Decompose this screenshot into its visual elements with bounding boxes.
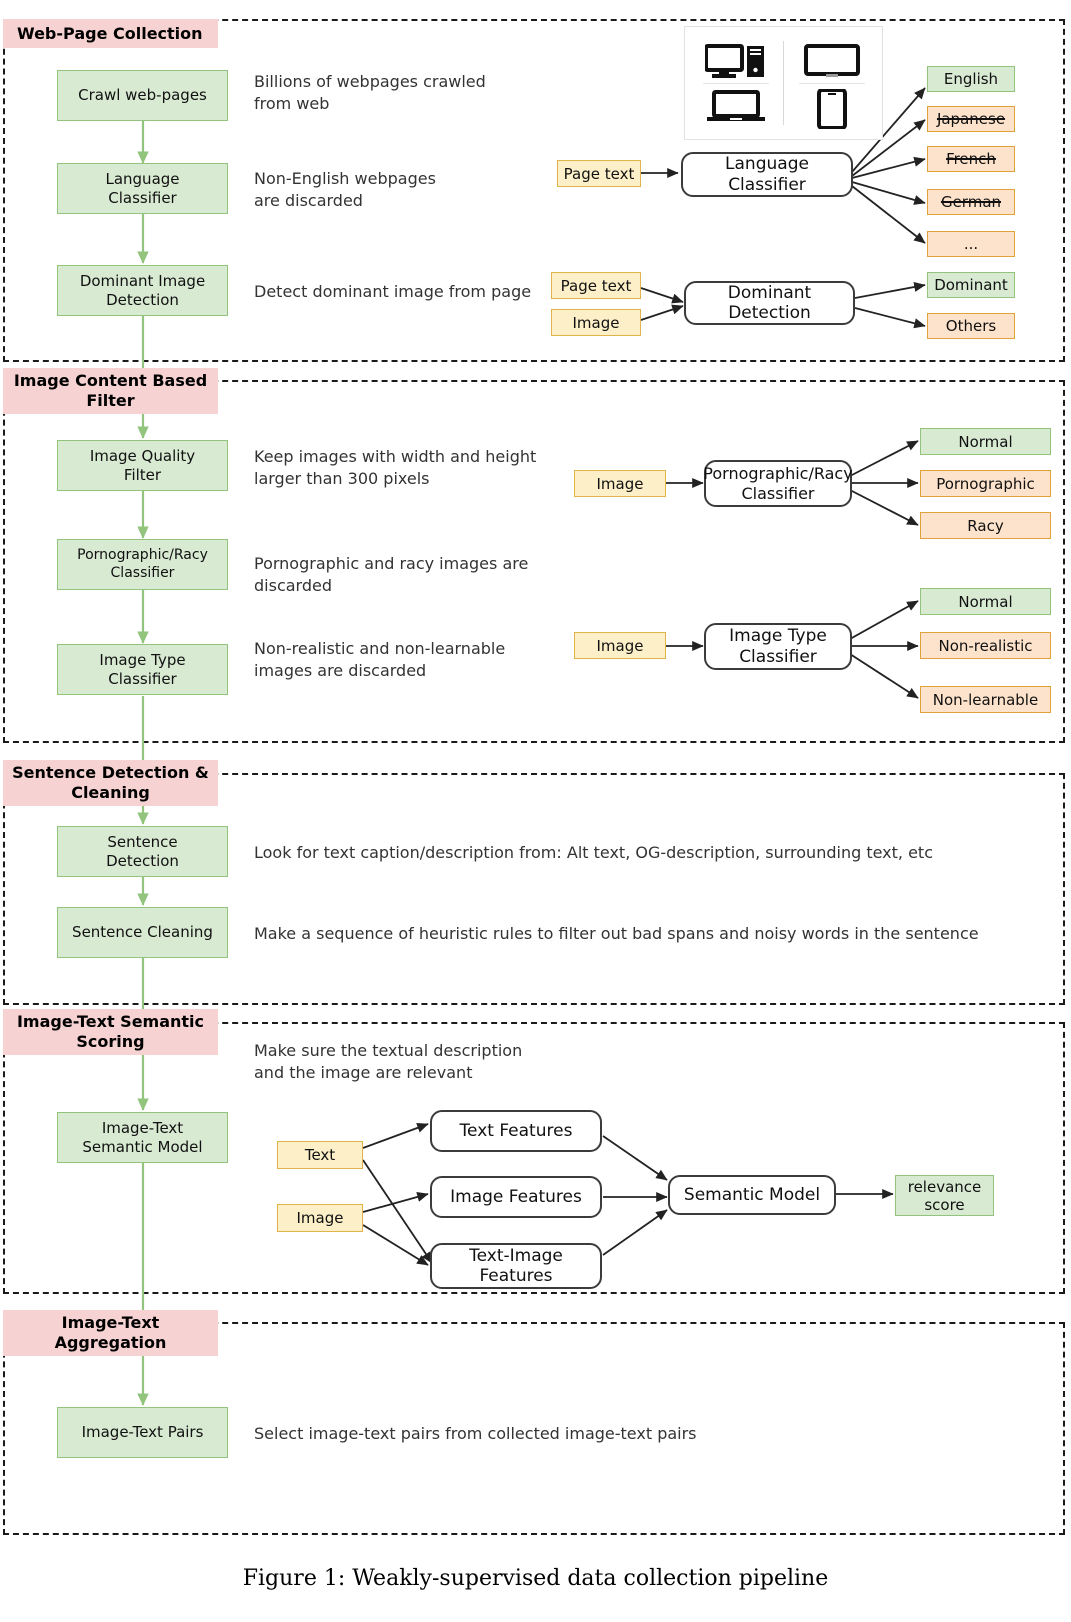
stage-pornographic-racy-classifier[interactable]: Pornographic/Racy Classifier xyxy=(57,539,228,590)
section-title-image-content-based-filter: Image Content Based Filter xyxy=(3,368,218,414)
desc-image-quality-filter: Keep images with width and height larger… xyxy=(254,447,537,488)
stage-image-text-semantic-model[interactable]: Image-Text Semantic Model xyxy=(57,1112,228,1163)
desc-crawl-web-pages: Billions of webpages crawled from web xyxy=(254,72,486,113)
stage-sentence-detection[interactable]: Sentence Detection xyxy=(57,826,228,877)
phone-icon xyxy=(795,87,869,131)
chip-image-semantic[interactable]: Image xyxy=(277,1204,363,1232)
stage-language-classifier[interactable]: Language Classifier xyxy=(57,163,228,214)
stage-image-quality-filter[interactable]: Image Quality Filter xyxy=(57,440,228,491)
model-pornographic-racy-classifier[interactable]: Pornographic/Racy Classifier xyxy=(703,460,853,507)
desc-pornographic-racy-classifier: Pornographic and racy images are discard… xyxy=(254,554,529,595)
stage-image-type-classifier[interactable]: Image Type Classifier xyxy=(57,644,228,695)
stage-crawl-web-pages[interactable]: Crawl web-pages xyxy=(57,70,228,121)
output-french-label: French xyxy=(946,150,996,168)
chip-text-semantic[interactable]: Text xyxy=(277,1141,363,1169)
output-japanese-label: Japanese xyxy=(936,110,1006,128)
device-panel xyxy=(684,26,883,140)
device-panel-vertical-divider xyxy=(783,41,784,125)
stage-image-text-pairs[interactable]: Image-Text Pairs xyxy=(57,1407,228,1458)
laptop-icon xyxy=(699,87,773,127)
section-title-image-text-aggregation: Image-Text Aggregation xyxy=(3,1310,218,1356)
output-other-languages: ... xyxy=(927,231,1015,257)
section-image-content-based-filter xyxy=(3,380,1065,743)
desc-dominant-image-detection: Detect dominant image from page xyxy=(254,282,532,301)
output-dominant: Dominant xyxy=(927,272,1015,298)
section-image-text-semantic-scoring xyxy=(3,1022,1065,1294)
section-title-image-text-semantic-scoring: Image-Text Semantic Scoring xyxy=(3,1009,218,1055)
device-panel-right-divider xyxy=(799,83,865,84)
section-title-sentence-detection-cleaning: Sentence Detection & Cleaning xyxy=(3,760,218,806)
output-german: German xyxy=(927,189,1015,215)
section-image-text-aggregation xyxy=(3,1322,1065,1535)
output-english: English xyxy=(927,66,1015,92)
desc-image-type-classifier: Non-realistic and non-learnable images a… xyxy=(254,639,506,680)
chip-page-text-dominant[interactable]: Page text xyxy=(551,272,641,299)
chip-image-dominant[interactable]: Image xyxy=(551,309,641,336)
output-non-realistic: Non-realistic xyxy=(920,632,1051,659)
output-relevance-score: relevance score xyxy=(895,1175,994,1216)
device-panel-left-divider xyxy=(703,83,769,84)
output-non-learnable: Non-learnable xyxy=(920,686,1051,713)
desc-image-text-pairs: Select image-text pairs from collected i… xyxy=(254,1424,697,1443)
desc-sentence-detection: Look for text caption/description from: … xyxy=(254,843,933,862)
model-dominant-detection[interactable]: Dominant Detection xyxy=(684,281,855,325)
output-others: Others xyxy=(927,313,1015,339)
model-image-features[interactable]: Image Features xyxy=(430,1176,602,1218)
desktop-icon xyxy=(699,41,773,81)
model-image-type-classifier[interactable]: Image Type Classifier xyxy=(704,623,852,670)
output-normal-image-type: Normal xyxy=(920,588,1051,615)
stage-dominant-image-detection[interactable]: Dominant Image Detection xyxy=(57,265,228,316)
stage-sentence-cleaning[interactable]: Sentence Cleaning xyxy=(57,907,228,958)
output-racy: Racy xyxy=(920,512,1051,539)
chip-image-type[interactable]: Image xyxy=(574,632,666,659)
model-text-features[interactable]: Text Features xyxy=(430,1110,602,1152)
desc-language-classifier: Non-English webpages are discarded xyxy=(254,169,436,210)
model-text-image-features[interactable]: Text-Image Features xyxy=(430,1243,602,1289)
section-title-web-page-collection: Web-Page Collection xyxy=(3,19,218,48)
chip-image-porn-racy[interactable]: Image xyxy=(574,470,666,497)
section-sentence-detection-cleaning xyxy=(3,773,1065,1005)
model-language-classifier[interactable]: Language Classifier xyxy=(681,152,853,197)
output-normal-porn-racy: Normal xyxy=(920,428,1051,455)
section-web-page-collection xyxy=(3,19,1065,362)
output-german-label: German xyxy=(940,193,1002,211)
figure-caption: Figure 1: Weakly-supervised data collect… xyxy=(242,1566,829,1591)
chip-page-text-language[interactable]: Page text xyxy=(557,160,641,187)
model-semantic-model[interactable]: Semantic Model xyxy=(668,1175,836,1215)
output-japanese: Japanese xyxy=(927,106,1015,132)
desc-sentence-cleaning: Make a sequence of heuristic rules to fi… xyxy=(254,924,979,943)
note-semantic-relevance: Make sure the textual description and th… xyxy=(254,1041,523,1082)
tablet-icon xyxy=(795,41,869,81)
output-french: French xyxy=(927,146,1015,172)
output-pornographic: Pornographic xyxy=(920,470,1051,497)
